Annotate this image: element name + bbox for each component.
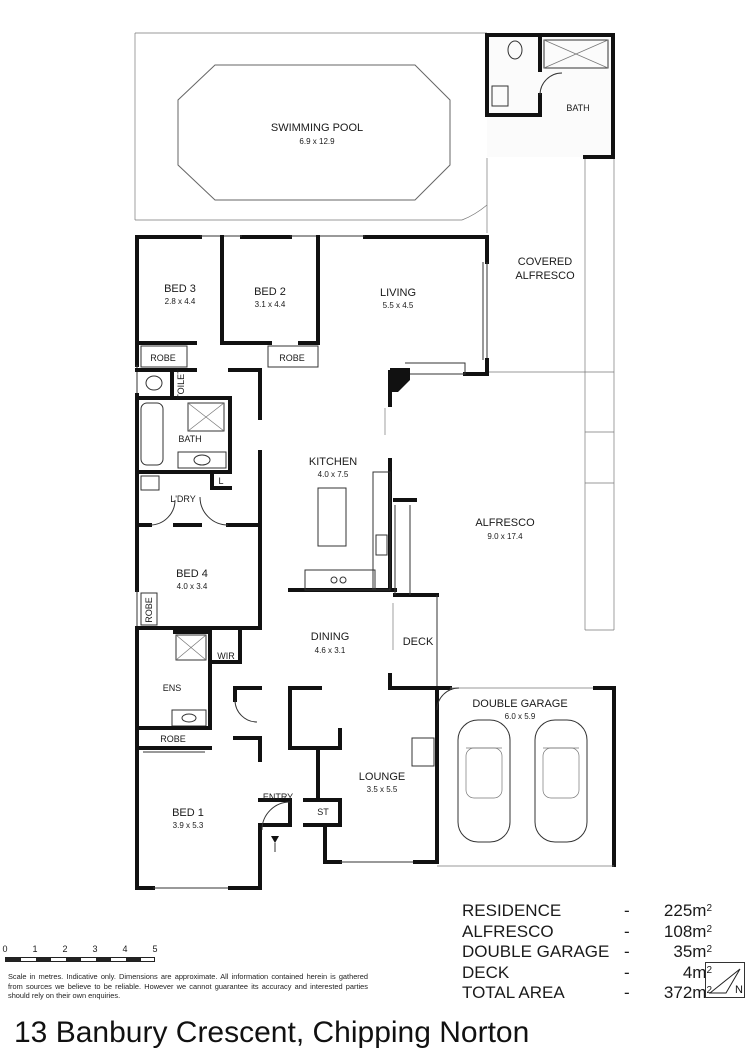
site-lines (134, 32, 615, 631)
lounge-label: LOUNGE (359, 771, 405, 783)
area-dash: - (624, 983, 630, 1002)
laundry-label: L'DRY (170, 494, 196, 504)
robe-bed2-label: ROBE (279, 353, 305, 363)
area-row: DOUBLE GARAGE - 35m2 (462, 942, 712, 963)
scale-tick: 2 (62, 944, 68, 954)
store-label: ST (317, 807, 329, 817)
area-label: DOUBLE GARAGE (462, 942, 610, 961)
garage-dims: 6.0 x 5.9 (505, 712, 536, 721)
toilet-label: TOILET (176, 368, 186, 400)
area-value: 4m2 (682, 962, 712, 982)
area-value: 35m2 (673, 942, 712, 961)
area-dash: - (624, 962, 630, 982)
property-address: 13 Banbury Crescent, Chipping Norton (14, 1016, 530, 1049)
pool-label: SWIMMING POOL (271, 122, 363, 134)
living-label: LIVING (380, 287, 416, 299)
wir-label: WIR (217, 651, 235, 661)
area-dash: - (624, 901, 630, 920)
room-labels: BED 3 2.8 x 4.4 BED 2 3.1 x 4.4 LIVING 5… (144, 283, 568, 830)
area-value: 225m2 (663, 901, 712, 920)
kitchen-dims: 4.0 x 7.5 (318, 470, 349, 479)
living-dims: 5.5 x 4.5 (383, 301, 414, 310)
scale-tick: 1 (32, 944, 38, 954)
area-dash: - (624, 921, 630, 941)
compass-arrow-icon: N (708, 968, 743, 996)
area-summary-table: RESIDENCE - 225m2 ALFRESCO - 108m2 DOUBL… (462, 901, 712, 1004)
lounge-dims: 3.5 x 5.5 (367, 785, 398, 794)
area-label: ALFRESCO (462, 921, 554, 941)
north-compass: N (705, 962, 745, 998)
garage-label: DOUBLE GARAGE (472, 698, 567, 710)
bed2-label: BED 2 (254, 286, 286, 298)
scale-tick: 5 (152, 944, 158, 954)
area-row: RESIDENCE - 225m2 (462, 901, 712, 922)
area-dash: - (624, 942, 630, 961)
scale-tick: 4 (122, 944, 128, 954)
bed1-label: BED 1 (172, 807, 204, 819)
robe-bed4-label: ROBE (144, 597, 154, 623)
linen-label: L (218, 476, 223, 486)
house-walls (135, 235, 616, 890)
outdoor-bathroom: BATH (485, 33, 615, 159)
ens-label: ENS (163, 683, 182, 693)
bed4-label: BED 4 (176, 568, 208, 580)
area-label: RESIDENCE (462, 901, 562, 920)
swimming-pool: SWIMMING POOL 6.9 x 12.9 (177, 64, 451, 201)
dining-dims: 4.6 x 3.1 (315, 646, 346, 655)
area-label: DECK (462, 962, 510, 982)
scale-tick: 0 (2, 944, 8, 954)
alfresco-dims: 9.0 x 17.4 (487, 532, 523, 541)
entry-label: ENTRY (263, 792, 293, 802)
scale-bar: 0 1 2 3 4 5 (2, 944, 165, 970)
area-value: 372m2 (663, 983, 712, 1002)
area-row: TOTAL AREA - 372m2 (462, 983, 712, 1004)
covered-alfresco-label-2: ALFRESCO (515, 270, 575, 282)
area-row: ALFRESCO - 108m2 (462, 922, 712, 943)
garage-cars (457, 719, 588, 843)
area-row: DECK - 4m2 (462, 963, 712, 984)
scale-tick: 3 (92, 944, 98, 954)
robe-bed3-label: ROBE (150, 353, 176, 363)
bed3-label: BED 3 (164, 283, 196, 295)
bed3-dims: 2.8 x 4.4 (165, 297, 196, 306)
dining-label: DINING (311, 631, 350, 643)
disclaimer-text: Scale in metres. Indicative only. Dimens… (8, 972, 368, 1001)
bed4-dims: 4.0 x 3.4 (177, 582, 208, 591)
deck-label: DECK (403, 636, 434, 648)
scale-bar-graphic (5, 957, 155, 962)
outdoor-bath-label: BATH (566, 103, 589, 113)
covered-alfresco-label: COVERED (518, 256, 572, 268)
area-value: 108m2 (663, 921, 712, 941)
pool-dims: 6.9 x 12.9 (299, 137, 335, 146)
bed2-dims: 3.1 x 4.4 (255, 300, 286, 309)
compass-label: N (735, 984, 743, 996)
area-label: TOTAL AREA (462, 983, 565, 1002)
alfresco-label: ALFRESCO (475, 517, 535, 529)
bed1-dims: 3.9 x 5.3 (173, 821, 204, 830)
bath-label: BATH (178, 434, 201, 444)
robe-bed1-label: ROBE (160, 734, 186, 744)
kitchen-label: KITCHEN (309, 456, 357, 468)
